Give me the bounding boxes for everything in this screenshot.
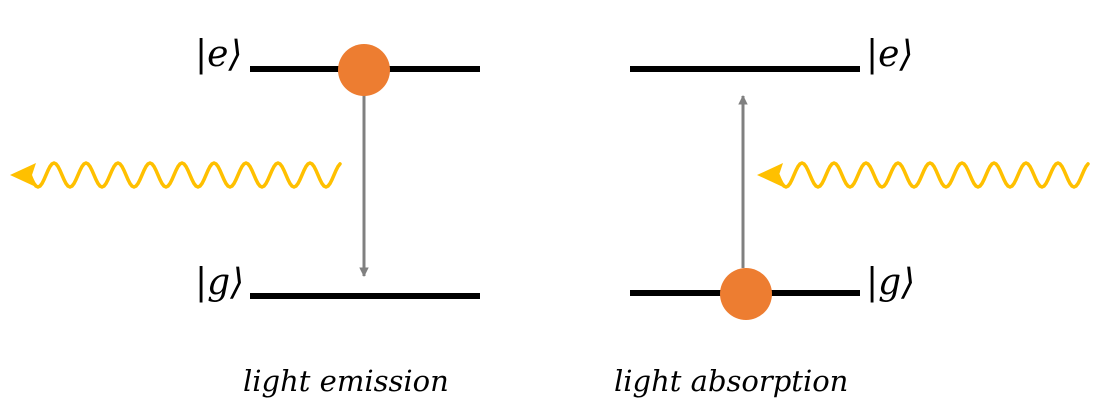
electron-icon	[720, 268, 772, 320]
absorption-panel: |e⟩ |g⟩ light absorption	[614, 34, 1090, 398]
emitted-photon-icon	[10, 161, 342, 189]
emission-panel: |e⟩ |g⟩ light emission	[10, 34, 480, 398]
emission-ground-label: |g⟩	[195, 262, 244, 303]
absorption-excited-label: |e⟩	[866, 34, 913, 75]
electron-icon	[338, 44, 390, 96]
absorption-caption: light absorption	[614, 364, 848, 398]
absorbed-photon-icon	[757, 161, 1090, 189]
emission-caption: light emission	[243, 364, 449, 398]
emission-excited-label: |e⟩	[195, 34, 242, 75]
absorption-ground-label: |g⟩	[866, 262, 915, 303]
